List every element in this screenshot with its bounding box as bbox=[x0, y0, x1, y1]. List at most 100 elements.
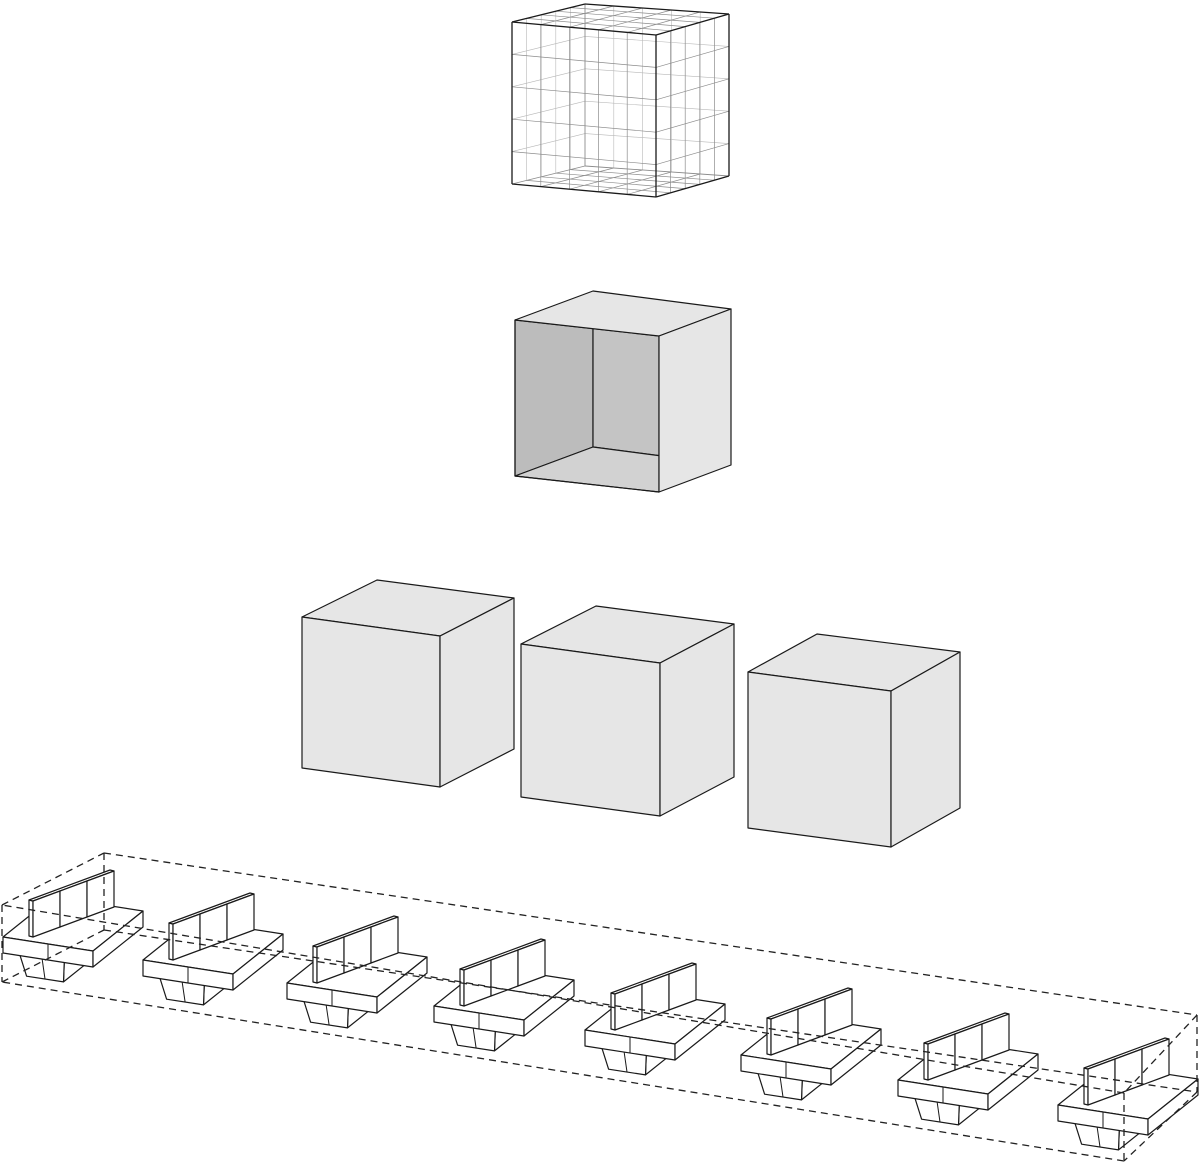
solid-cubes bbox=[301, 579, 961, 848]
partition-panel bbox=[668, 963, 697, 1011]
dashed-edge bbox=[1, 981, 1125, 1162]
grid-line bbox=[584, 36, 730, 47]
grid-face-bottom bbox=[526, 167, 715, 195]
bench-partition bbox=[1083, 1037, 1170, 1106]
bench-seat-side bbox=[1147, 1078, 1199, 1136]
cube-hidden-edge bbox=[584, 165, 730, 177]
dashed-edge bbox=[1123, 1014, 1198, 1094]
cube-front-face bbox=[301, 616, 441, 788]
cube-front-face bbox=[747, 671, 892, 848]
grid-line bbox=[598, 171, 672, 193]
grid-line bbox=[598, 9, 672, 31]
grid-line bbox=[569, 169, 643, 190]
grid-line bbox=[511, 36, 586, 55]
grid-line bbox=[511, 100, 586, 120]
cube-front-face bbox=[520, 643, 661, 817]
grid-line bbox=[570, 7, 715, 19]
grid-face-back-left bbox=[511, 7, 586, 181]
dashed-boundary bbox=[1, 852, 1198, 1162]
grid-cube-edges bbox=[511, 3, 730, 198]
solid-cube bbox=[747, 633, 961, 848]
grid-line bbox=[540, 167, 614, 187]
bench-seat-side bbox=[92, 910, 144, 968]
grid-line bbox=[555, 10, 700, 23]
grid-line bbox=[511, 86, 657, 101]
bench-partition bbox=[610, 962, 697, 1031]
partition-panel bbox=[86, 870, 115, 918]
bench bbox=[584, 962, 726, 1076]
partition-panel bbox=[517, 939, 546, 987]
grid-line bbox=[540, 5, 614, 25]
bench bbox=[286, 915, 428, 1029]
bench bbox=[897, 1012, 1039, 1126]
partition-panel bbox=[981, 1013, 1010, 1061]
cube-edge bbox=[511, 3, 586, 23]
grid-face-top bbox=[526, 5, 715, 33]
partition-panel bbox=[1141, 1038, 1170, 1086]
cube-side-face bbox=[439, 597, 515, 788]
box-side-face bbox=[658, 308, 732, 493]
grid-line bbox=[570, 169, 715, 181]
grid-face-front bbox=[511, 24, 657, 195]
dashed-edge bbox=[103, 929, 1198, 1093]
bench-seat-side bbox=[232, 933, 284, 991]
dashed-edge bbox=[103, 852, 1198, 1016]
grid-line bbox=[584, 133, 730, 144]
bench bbox=[142, 892, 284, 1006]
bench-partition bbox=[766, 987, 853, 1056]
bench-partition bbox=[312, 915, 399, 984]
bench-seat-side bbox=[674, 1003, 726, 1061]
grid-line bbox=[655, 46, 730, 68]
dashed-edge bbox=[1, 904, 1125, 1094]
cube-edge bbox=[655, 175, 730, 198]
cube-hidden-edge bbox=[511, 165, 586, 185]
cube-edge bbox=[511, 183, 657, 198]
dashed-edge bbox=[1123, 1091, 1198, 1162]
partition-panel bbox=[824, 988, 853, 1036]
grid-line bbox=[526, 18, 671, 32]
opening-edge bbox=[514, 475, 660, 493]
solid-cube bbox=[520, 605, 735, 817]
grid-line bbox=[584, 68, 730, 80]
cube-side-face bbox=[890, 651, 961, 848]
partition-panel bbox=[370, 916, 399, 964]
grid-line bbox=[555, 172, 700, 185]
grid-face-back-right bbox=[584, 6, 730, 174]
cube-edge bbox=[655, 13, 730, 36]
bench bbox=[433, 938, 575, 1052]
bench-row bbox=[2, 869, 1199, 1151]
bench-seat-side bbox=[523, 979, 575, 1037]
cube-side-face bbox=[659, 623, 735, 817]
grid-line bbox=[627, 173, 701, 195]
solid-cube bbox=[301, 579, 515, 788]
bench-partition bbox=[168, 892, 255, 961]
grid-line bbox=[655, 78, 730, 101]
bench bbox=[740, 987, 882, 1101]
cube-edge bbox=[584, 3, 730, 15]
bench-partition bbox=[28, 869, 115, 938]
bench bbox=[2, 869, 144, 983]
bench-seat-side bbox=[376, 956, 428, 1014]
interior-back-right-wall bbox=[592, 328, 660, 457]
grid-line bbox=[627, 11, 701, 33]
grid-face-right bbox=[655, 18, 730, 193]
bench-partition bbox=[923, 1012, 1010, 1081]
grid-line bbox=[584, 100, 730, 112]
grid-cube bbox=[511, 3, 730, 198]
bench bbox=[1057, 1037, 1199, 1151]
grid-line bbox=[511, 68, 586, 88]
grid-line bbox=[541, 14, 686, 27]
partition-panel bbox=[226, 893, 255, 941]
grid-line bbox=[511, 133, 586, 152]
grid-line bbox=[655, 143, 730, 165]
grid-line bbox=[541, 176, 686, 189]
cube-edge bbox=[511, 21, 657, 36]
open-box bbox=[514, 290, 732, 493]
bench-partition bbox=[459, 938, 546, 1007]
grid-line bbox=[511, 118, 657, 133]
bench-seat-side bbox=[987, 1053, 1039, 1111]
grid-line bbox=[655, 110, 730, 133]
grid-line bbox=[511, 151, 657, 165]
grid-line bbox=[569, 7, 643, 28]
